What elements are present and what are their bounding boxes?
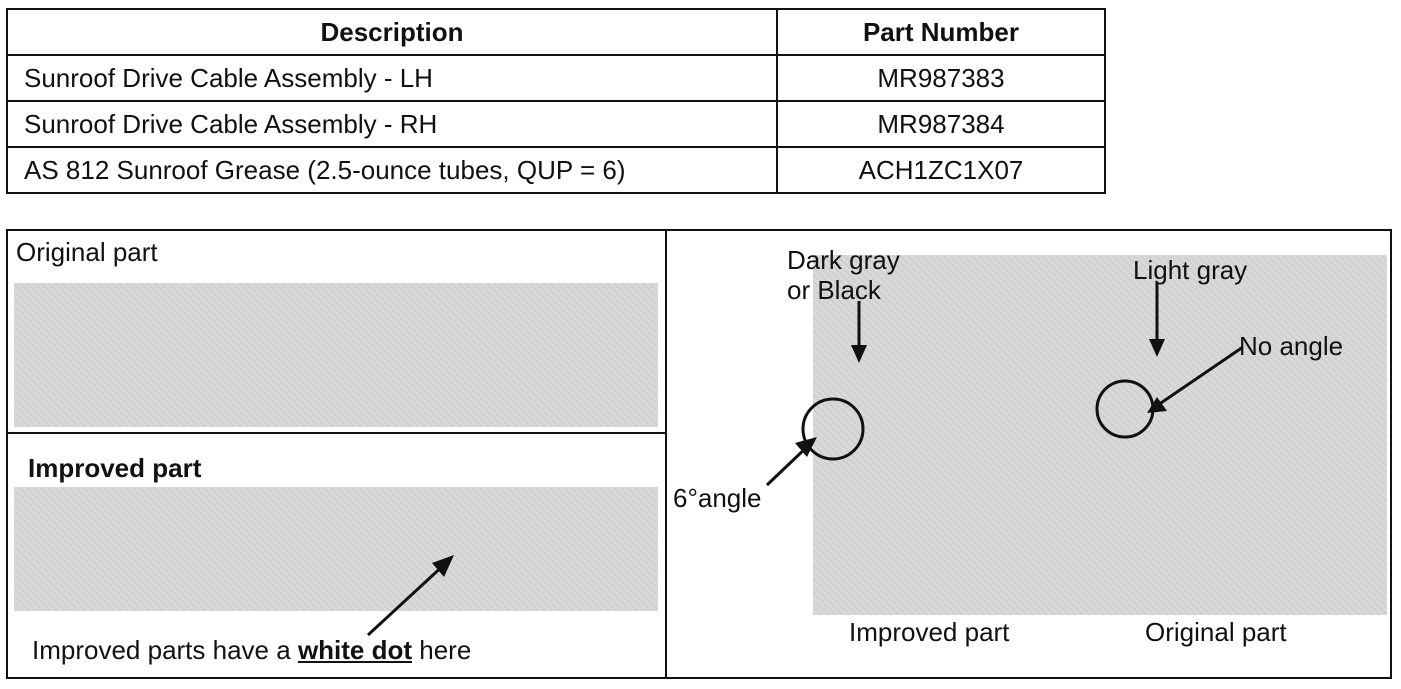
note-suffix: here [419, 635, 472, 665]
annotation-arrows [765, 283, 1244, 487]
dark-gray-label: Dark gray or Black [787, 245, 900, 305]
cell-description: AS 812 Sunroof Grease (2.5-ounce tubes, … [6, 146, 778, 194]
cell-part-number: MR987384 [776, 100, 1106, 148]
angle-label: 6°angle [673, 483, 762, 513]
light-gray-label: Light gray [1133, 255, 1248, 285]
angle-circle [801, 397, 865, 461]
dark-gray-line1: Dark gray [787, 245, 900, 275]
left-photo-panel: Original part Improved part [6, 229, 667, 679]
dark-gray-line2: or Black [787, 275, 881, 305]
improved-part-photo [14, 487, 658, 611]
improved-part-caption: Improved part [849, 617, 1010, 647]
comparison-photo [813, 255, 1387, 615]
white-dot-note: Improved parts have a white dot here [32, 635, 471, 666]
cell-description: Sunroof Drive Cable Assembly - LH [6, 54, 778, 102]
original-part-label: Original part [16, 237, 158, 267]
right-photo-panel: Dark gray or Black Light gray No angle 6… [665, 229, 1392, 679]
note-emphasis: white dot [297, 635, 413, 665]
table-header-row: Description Part Number [6, 8, 1106, 56]
table-row: Sunroof Drive Cable Assembly - LH MR9873… [6, 54, 1106, 102]
white-dot-arrow [366, 555, 454, 637]
parts-table: Description Part Number Sunroof Drive Ca… [6, 8, 1106, 194]
no-angle-label: No angle [1239, 331, 1344, 361]
table-row: AS 812 Sunroof Grease (2.5-ounce tubes, … [6, 146, 1106, 194]
original-part-photo [14, 283, 658, 427]
table-row: Sunroof Drive Cable Assembly - RH MR9873… [6, 100, 1106, 148]
original-part-caption: Original part [1145, 617, 1287, 647]
improved-part-label: Improved part [28, 453, 202, 483]
column-header-description: Description [6, 8, 778, 56]
cell-description: Sunroof Drive Cable Assembly - RH [6, 100, 778, 148]
cell-part-number: ACH1ZC1X07 [776, 146, 1106, 194]
note-prefix: Improved parts have a [32, 635, 291, 665]
cell-part-number: MR987383 [776, 54, 1106, 102]
panel-divider [8, 432, 665, 434]
no-angle-circle [1095, 379, 1155, 439]
column-header-part-number: Part Number [776, 8, 1106, 56]
